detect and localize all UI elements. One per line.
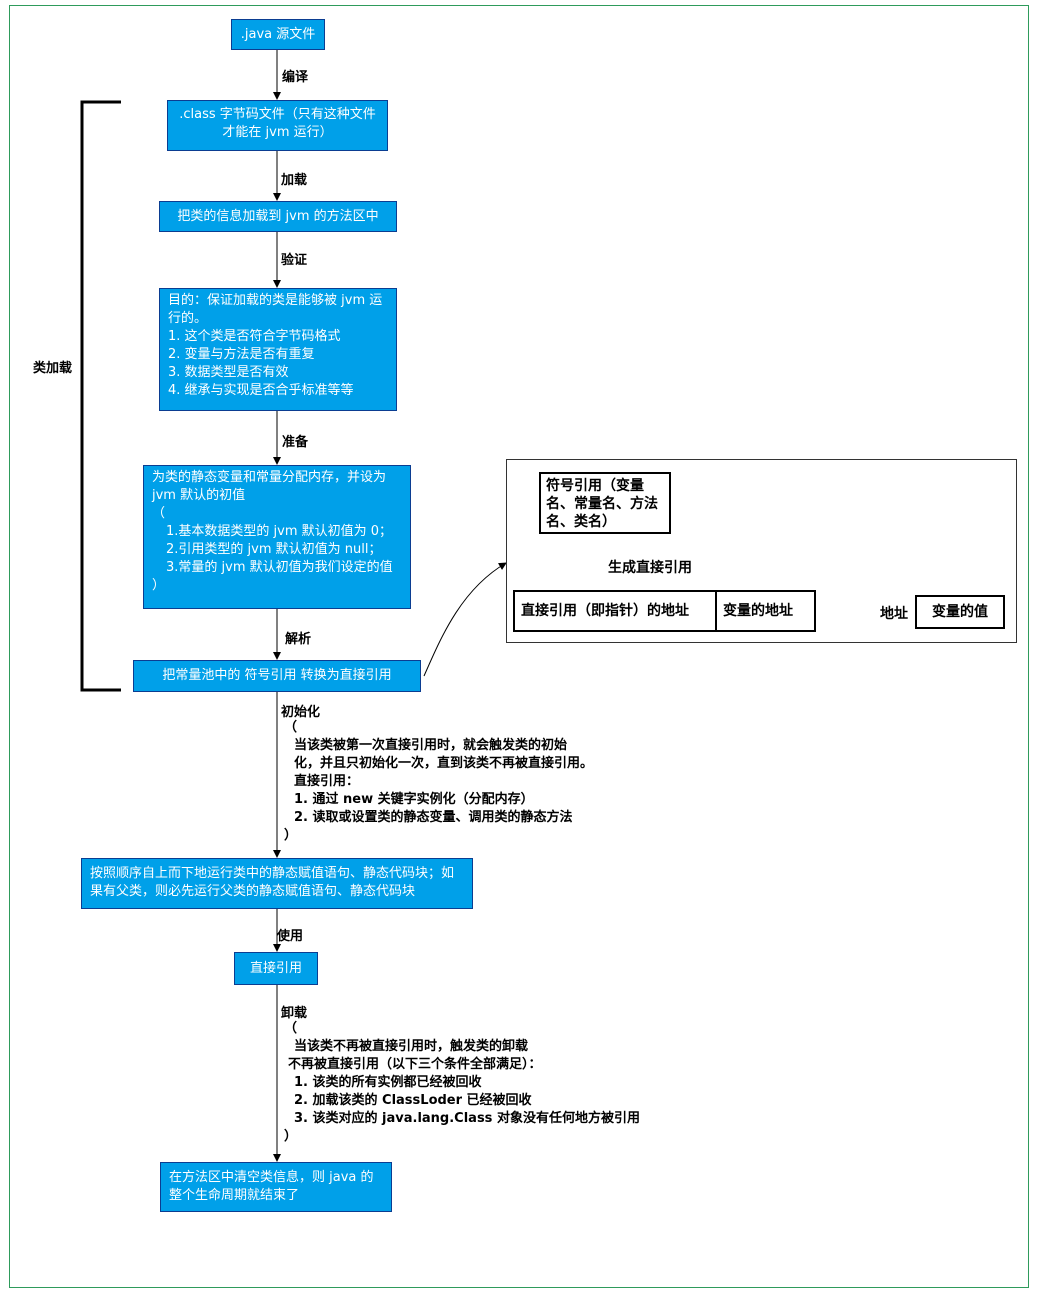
unload-note-line: 不再被直接引用（以下三个条件全部满足）： <box>288 1057 542 1072</box>
direct-pointer-text: 直接引用（即指针）的地址 <box>521 603 689 619</box>
var-address-text: 变量的地址 <box>723 603 793 619</box>
init-note-close: ） <box>284 828 298 843</box>
label-use: 使用 <box>277 929 304 944</box>
run-static-box: 按照顺序自上而下地运行类中的静态赋值语句、静态代码块；如果有父类，则必先运行父类… <box>81 858 473 909</box>
symbolic-ref-box: 符号引用（变量名、常量名、方法名、类名） <box>539 472 671 534</box>
verify-item: 4. 继承与实现是否合乎标准等等 <box>168 383 354 398</box>
resolve-text: 把常量池中的 符号引用 转换为直接引用 <box>162 668 392 683</box>
unload-note-open: （ <box>284 1021 298 1036</box>
direct-ref-text: 直接引用 <box>249 961 302 976</box>
init-note-line: 当该类被第一次直接引用时，就会触发类的初始 <box>294 738 568 753</box>
init-note: （ 当该类被第一次直接引用时，就会触发类的初始 化，并且只初始化一次，直到该类不… <box>284 719 593 845</box>
var-value-text: 变量的值 <box>932 604 988 620</box>
prepare-item: 1.基本数据类型的 jvm 默认初值为 0； <box>166 524 393 539</box>
load-box: 把类的信息加载到 jvm 的方法区中 <box>159 201 397 232</box>
resolve-box: 把常量池中的 符号引用 转换为直接引用 <box>133 660 421 692</box>
unload-note-close: ） <box>284 1129 298 1144</box>
unload-note-item: 1. 该类的所有实例都已经被回收 <box>294 1075 482 1090</box>
generate-direct-ref-label: 生成直接引用 <box>608 560 692 576</box>
prepare-item: 3.常量的 jvm 默认初值为我们设定的值 <box>166 560 393 575</box>
prepare-close: ） <box>152 578 166 593</box>
label-prepare: 准备 <box>282 435 309 450</box>
init-note-line: 化，并且只初始化一次，直到该类不再被直接引用。 <box>294 756 594 771</box>
unload-note: （ 当该类不再被直接引用时，触发类的卸载 不再被直接引用（以下三个条件全部满足）… <box>284 1020 640 1146</box>
end-text: 在方法区中清空类信息，则 java 的整个生命周期就结束了 <box>169 1170 374 1203</box>
init-note-line: 直接引用： <box>294 774 360 789</box>
label-init: 初始化 <box>281 705 321 720</box>
end-box: 在方法区中清空类信息，则 java 的整个生命周期就结束了 <box>160 1162 392 1212</box>
diagram-frame <box>9 5 1029 1288</box>
init-note-item: 2. 读取或设置类的静态变量、调用类的静态方法 <box>294 810 573 825</box>
label-load: 加载 <box>281 173 308 188</box>
direct-pointer-box: 直接引用（即指针）的地址 <box>513 590 717 632</box>
prepare-title: 为类的静态变量和常量分配内存，并设为 jvm 默认的初值 <box>152 470 387 503</box>
init-note-open: （ <box>284 720 298 735</box>
prepare-item: 2.引用类型的 jvm 默认初值为 null； <box>166 542 382 557</box>
run-static-text: 按照顺序自上而下地运行类中的静态赋值语句、静态代码块；如果有父类，则必先运行父类… <box>90 866 455 899</box>
java-source-box: .java 源文件 <box>231 19 325 50</box>
init-note-item: 1. 通过 new 关键字实例化（分配内存） <box>294 792 534 807</box>
verify-item: 1. 这个类是否符合字节码格式 <box>168 329 341 344</box>
prepare-box: 为类的静态变量和常量分配内存，并设为 jvm 默认的初值 （ 1.基本数据类型的… <box>143 465 411 609</box>
class-loading-bracket <box>80 100 121 692</box>
class-file-box: .class 字节码文件（只有这种文件才能在 jvm 运行） <box>167 100 388 151</box>
label-compile: 编译 <box>282 70 309 85</box>
address-label: 地址 <box>880 606 908 622</box>
verify-title: 目的：保证加载的类是能够被 jvm 运行的。 <box>168 293 383 326</box>
unload-note-item: 2. 加载该类的 ClassLoder 已经被回收 <box>294 1093 532 1108</box>
label-resolve: 解析 <box>285 632 312 647</box>
var-value-box: 变量的值 <box>915 595 1005 629</box>
direct-ref-box: 直接引用 <box>234 952 318 985</box>
unload-note-line: 当该类不再被直接引用时，触发类的卸载 <box>294 1039 529 1054</box>
class-file-text: .class 字节码文件（只有这种文件才能在 jvm 运行） <box>179 107 376 140</box>
var-address-box: 变量的地址 <box>715 590 816 632</box>
arrow-to-reference-panel <box>423 562 507 677</box>
java-source-text: .java 源文件 <box>240 27 316 42</box>
bracket-label: 类加载 <box>33 361 73 376</box>
label-verify: 验证 <box>281 253 308 268</box>
prepare-open: （ <box>152 506 166 521</box>
label-unload: 卸载 <box>281 1006 308 1021</box>
unload-note-item: 3. 该类对应的 java.lang.Class 对象没有任何地方被引用 <box>294 1111 640 1126</box>
verify-item: 3. 数据类型是否有效 <box>168 365 289 380</box>
load-text: 把类的信息加载到 jvm 的方法区中 <box>177 209 379 224</box>
verify-box: 目的：保证加载的类是能够被 jvm 运行的。 1. 这个类是否符合字节码格式 2… <box>159 288 397 411</box>
symbolic-ref-text: 符号引用（变量名、常量名、方法名、类名） <box>546 478 658 530</box>
verify-item: 2. 变量与方法是否有重复 <box>168 347 315 362</box>
